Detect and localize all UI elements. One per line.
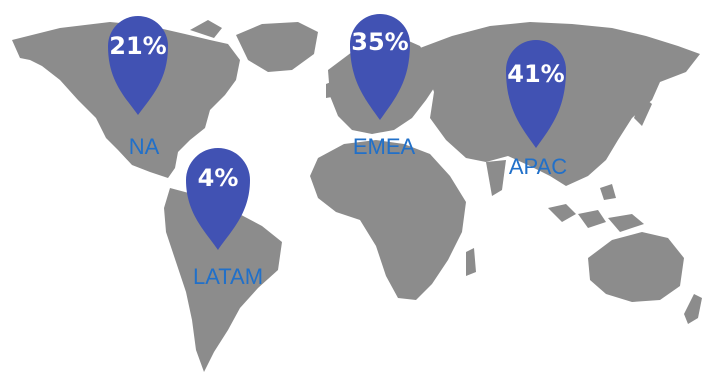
region-share-label: 41%	[507, 60, 564, 88]
map-pin-icon	[108, 16, 168, 115]
region-apac[interactable]: 41% APAC	[506, 40, 567, 179]
region-share-label: 4%	[198, 164, 239, 192]
region-name-label: EMEA	[353, 134, 416, 159]
landmass-africa	[310, 140, 476, 300]
region-name-label: NA	[129, 134, 160, 159]
region-share-label: 35%	[351, 28, 408, 56]
region-latam[interactable]: 4% LATAM	[186, 148, 263, 289]
region-na[interactable]: 21% NA	[108, 16, 168, 159]
landmass-oceania	[588, 232, 702, 324]
map-pin-icon	[506, 40, 566, 148]
map-pin-icon	[186, 148, 250, 250]
landmass-southeast-asia	[548, 184, 644, 232]
region-share-label: 21%	[109, 32, 166, 60]
region-name-label: LATAM	[193, 264, 263, 289]
landmass-north-america	[12, 20, 318, 178]
region-name-label: APAC	[509, 154, 567, 179]
map-pin-icon	[350, 14, 410, 120]
region-emea[interactable]: 35% EMEA	[350, 14, 415, 159]
landmass-south-america	[164, 188, 282, 372]
